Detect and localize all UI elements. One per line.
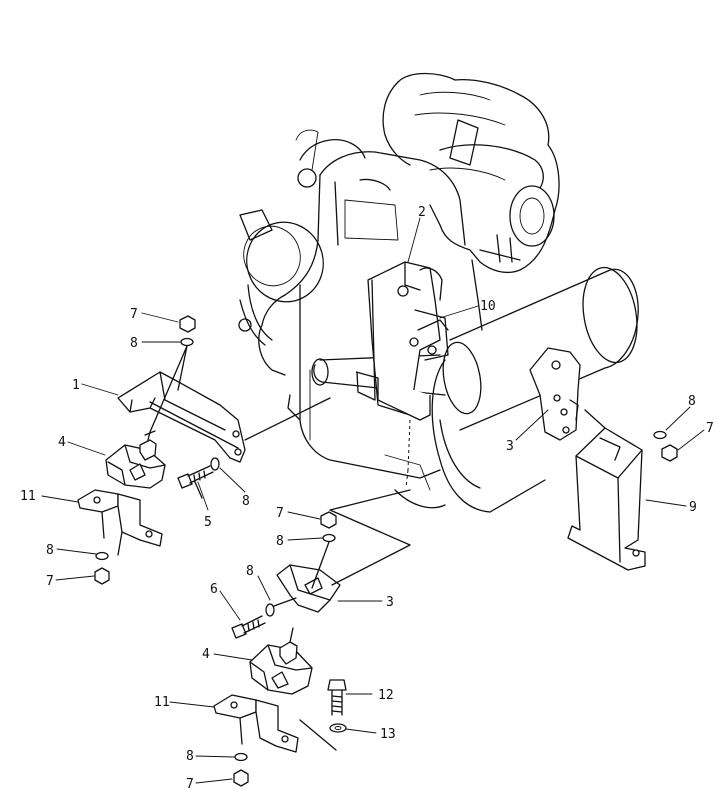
air-cleaner bbox=[382, 72, 560, 274]
callout-8: 8 bbox=[242, 494, 250, 509]
callout-7: 7 bbox=[130, 307, 138, 322]
callout-7: 7 bbox=[186, 777, 194, 790]
engine-block bbox=[258, 129, 521, 509]
bolt-6 bbox=[231, 597, 297, 639]
callout-6: 6 bbox=[210, 582, 218, 597]
bolt-5 bbox=[177, 457, 220, 499]
callout-10: 10 bbox=[480, 299, 496, 314]
callout-7: 7 bbox=[46, 574, 54, 589]
nut-washer-right bbox=[653, 430, 678, 462]
leader-lines bbox=[41, 217, 705, 784]
callout-5: 5 bbox=[204, 515, 212, 530]
callout-12: 12 bbox=[378, 688, 394, 703]
part-4-mount-lower bbox=[249, 627, 313, 695]
callout-2: 2 bbox=[418, 205, 426, 220]
callout-8: 8 bbox=[186, 749, 194, 764]
callout-11: 11 bbox=[154, 695, 170, 710]
callout-8: 8 bbox=[130, 336, 138, 351]
alternator bbox=[238, 209, 324, 346]
callout-3: 3 bbox=[506, 439, 514, 454]
callout-7: 7 bbox=[706, 421, 714, 436]
callout-3: 3 bbox=[386, 595, 394, 610]
callout-7: 7 bbox=[276, 506, 284, 521]
part-11-bracket-lower bbox=[213, 694, 337, 753]
nut-washer-lower-left bbox=[94, 551, 110, 585]
nut-washer-upper-left bbox=[149, 315, 196, 433]
nut-washer-bottom bbox=[233, 752, 249, 787]
callout-11: 11 bbox=[20, 489, 36, 504]
engine-assembly bbox=[238, 72, 639, 513]
callout-13: 13 bbox=[380, 727, 396, 742]
reference-lines bbox=[405, 419, 411, 489]
part-3-bracket-lower bbox=[276, 489, 411, 613]
engine-bracket-upper bbox=[355, 261, 449, 421]
part-4-mount-upper bbox=[105, 430, 166, 489]
callout-4: 4 bbox=[58, 435, 66, 450]
callouts: 7 8 1 4 11 8 7 5 8 7 8 3 6 8 4 11 8 7 12… bbox=[20, 205, 714, 790]
callout-8: 8 bbox=[246, 564, 254, 579]
bolt-12 bbox=[327, 679, 347, 733]
callout-8: 8 bbox=[46, 543, 54, 558]
part-11-bracket-upper bbox=[77, 489, 163, 556]
callout-4: 4 bbox=[202, 647, 210, 662]
part-9-box bbox=[567, 409, 646, 571]
callout-8: 8 bbox=[688, 394, 696, 409]
engine-bracket-right bbox=[529, 347, 581, 441]
callout-1: 1 bbox=[72, 378, 80, 393]
nut-washer-middle bbox=[311, 511, 337, 589]
callout-9: 9 bbox=[689, 500, 697, 515]
callout-8: 8 bbox=[276, 534, 284, 549]
